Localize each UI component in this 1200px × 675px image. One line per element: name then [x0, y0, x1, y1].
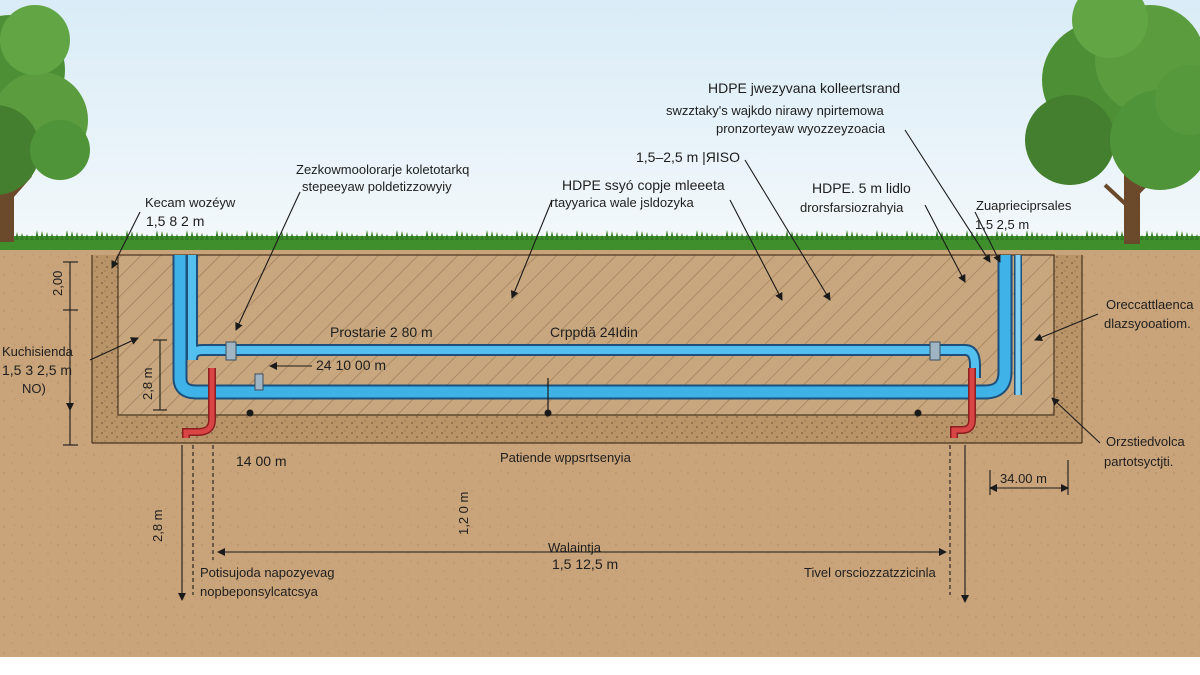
label-dim-right: 34.00 m — [1000, 471, 1047, 486]
label-zez-2: stepeeyaw poldetizzowyiy — [302, 179, 452, 194]
bottom-margin — [0, 657, 1200, 675]
label-orzst-1: Orzstiedvolca — [1106, 434, 1186, 449]
pipe-system — [172, 255, 1022, 438]
tree-right — [1025, 0, 1200, 244]
label-prostarie: Prostarie 2 80 m — [330, 324, 433, 340]
fitting-left — [225, 341, 237, 361]
tree-left — [0, 5, 90, 242]
label-hdpe5-2: drorsfarsiozrahyia — [800, 200, 904, 215]
label-hdpe-mid-2: rtayyarica wale jsldozyka — [550, 195, 695, 210]
label-kuch-1: Kuchisienda — [2, 344, 74, 359]
label-2000: 2,00 — [50, 271, 65, 296]
label-hdpe-mid-1: HDPE ssyó copje mleeeta — [562, 177, 725, 193]
label-tivel: Tivel orsciozzatzzicinla — [804, 565, 936, 580]
guide-lines — [63, 261, 1069, 603]
label-width-val: 1,5 12,5 m — [552, 556, 618, 572]
sky — [0, 0, 1200, 245]
label-zuap-2: 1,5 2,5 m — [975, 217, 1029, 232]
label-potisujoda-2: nopbeponsylcatcsya — [200, 584, 319, 599]
label-oreca-1: Oreccattlaenca — [1106, 297, 1194, 312]
label-walaintja: Walaintja — [548, 540, 602, 555]
labels: Kecam wozéyw 1,5 8 2 m Zezkowmoolorarje … — [2, 80, 1194, 599]
fitting-right — [929, 341, 941, 361]
label-hdpe-top-3: pronzorteyaw wyozzeyzoacia — [716, 121, 886, 136]
label-28m: 2,8 m — [140, 367, 155, 400]
label-potisujoda-1: Potisujoda napozyevag — [200, 565, 334, 580]
label-hdpe5-1: HDPE. 5 m lidlo — [812, 180, 911, 196]
label-crppd: Crppdă 24Idin — [550, 324, 638, 340]
label-220m: 2,8 m — [150, 509, 165, 542]
pipe-main — [174, 255, 1011, 398]
label-hdpe-top-2: swzztaky's wajkdo nirawy npirtemowa — [666, 103, 885, 118]
pipe-upper — [188, 255, 979, 378]
label-zez-1: Zezkowmoolorarje koletotarkq — [296, 162, 469, 177]
label-zuap-1: Zuaprieciprsales — [976, 198, 1072, 213]
label-24100: 24 10 00 m — [316, 357, 386, 373]
leader-lines — [89, 129, 1101, 444]
label-patiende: Patiende wppsrtsenyia — [500, 450, 632, 465]
label-kuch-2: 1,5 3 2,5 m — [2, 362, 72, 378]
label-kuch-3: NO) — [22, 381, 46, 396]
label-orzst-2: partotsyctjti. — [1104, 454, 1173, 469]
label-kecam-2: 1,5 8 2 m — [146, 213, 204, 229]
label-kecam-1: Kecam wozéyw — [145, 195, 236, 210]
label-hdpe-top-1: HDPE jwezyvana kolleertsrand — [708, 80, 900, 96]
grass-strip — [0, 236, 1200, 250]
label-120m: 1,2 0 m — [456, 492, 471, 535]
label-1400: 14 00 m — [236, 453, 287, 469]
label-oreca-2: dlazsyooatiom. — [1104, 316, 1191, 331]
label-depth-iso: 1,5–2,5 m |ЯISO — [636, 149, 740, 165]
